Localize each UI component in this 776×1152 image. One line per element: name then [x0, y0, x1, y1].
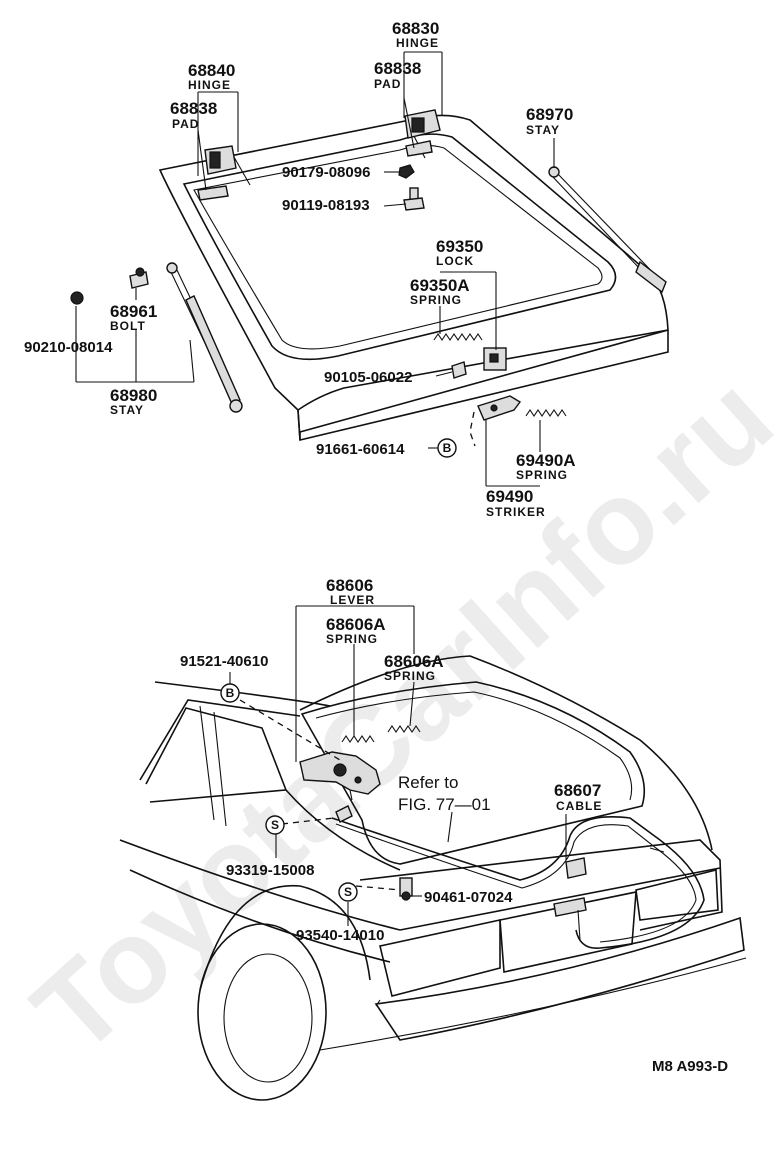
- part-name: SPRING: [410, 293, 462, 307]
- marker-letter: S: [271, 818, 279, 832]
- callout-91521: 91521-40610 B: [180, 653, 268, 703]
- callout-90461: 90461-07024: [424, 889, 513, 906]
- spring-68606A-b: [387, 725, 421, 733]
- marker-circle: [338, 882, 358, 902]
- part-number: 68961: [110, 302, 157, 321]
- callout-91661: 91661-60614 B: [316, 438, 457, 458]
- callout-69490A: 69490A SPRING: [516, 451, 576, 482]
- part-number: 91521-40610: [180, 653, 268, 670]
- callout-68961: 68961 BOLT: [110, 302, 157, 333]
- part-number: 68970: [526, 105, 573, 124]
- marker-letter: S: [344, 885, 352, 899]
- watermark-text: ToyotaCarInfo.ru: [9, 351, 776, 1079]
- part-name: PAD: [172, 117, 199, 131]
- part-number: 68607: [554, 781, 601, 800]
- part-number: 68606A: [326, 615, 386, 634]
- bolt-90119: [403, 187, 425, 211]
- part-name: PAD: [374, 77, 401, 91]
- part-name: SPRING: [516, 468, 568, 482]
- part-number: 90210-08014: [24, 339, 113, 356]
- callout-90119: 90119-08193: [282, 197, 370, 214]
- spring-69350A: [433, 333, 483, 341]
- part-name: LOCK: [436, 254, 474, 268]
- callout-68606: 68606 LEVER: [326, 576, 375, 607]
- callout-93319: S 93319-15008: [226, 815, 314, 879]
- stay-left-68980: [166, 262, 243, 413]
- part-name: SPRING: [326, 632, 378, 646]
- callout-69490: 69490 STRIKER: [486, 487, 546, 519]
- callout-68980: 68980 STAY: [110, 386, 157, 417]
- callout-68606A-b: 68606A SPRING: [384, 652, 444, 683]
- part-name: HINGE: [396, 36, 439, 50]
- part-name: STAY: [110, 403, 144, 417]
- bolt-68961: [129, 267, 149, 289]
- part-number: 90461-07024: [424, 889, 513, 906]
- screw-90105: [451, 361, 467, 379]
- part-number: 68838: [374, 59, 421, 78]
- lock-69350: [483, 347, 507, 371]
- callout-68838-right: 68838 PAD: [374, 59, 421, 91]
- callout-93540: S 93540-14010: [296, 882, 384, 944]
- part-number: 68830: [392, 19, 439, 38]
- striker-69490: [469, 395, 567, 447]
- part-name: CABLE: [556, 799, 602, 813]
- marker-circle: [265, 815, 285, 835]
- part-number: 68838: [170, 99, 217, 118]
- refer-line-1: Refer to: [398, 773, 458, 792]
- part-number: 93319-15008: [226, 862, 314, 879]
- car-rear-body: [119, 655, 747, 1101]
- part-number: 90179-08096: [282, 164, 370, 181]
- part-name: STAY: [526, 123, 560, 137]
- callout-69350A: 69350A SPRING: [410, 276, 470, 307]
- lever-68606: [299, 751, 381, 801]
- callout-90105: 90105-06022: [324, 369, 412, 386]
- callout-68838-left: 68838 PAD: [170, 99, 217, 131]
- cable-68607: [331, 805, 705, 949]
- callout-68830: 68830 HINGE: [392, 19, 439, 50]
- callout-68840: 68840 HINGE: [188, 61, 235, 92]
- callout-90179: 90179-08096: [282, 164, 370, 181]
- callout-68606A-a: 68606A SPRING: [326, 615, 386, 646]
- part-number: 69350A: [410, 276, 470, 295]
- part-number: 90105-06022: [324, 369, 412, 386]
- watermark: ToyotaCarInfo.ru: [9, 351, 776, 1079]
- part-number: 93540-14010: [296, 927, 384, 944]
- part-name: LEVER: [330, 593, 375, 607]
- hinge-right: [404, 109, 441, 157]
- part-number: 69350: [436, 237, 483, 256]
- refer-line-2: FIG. 77—01: [398, 795, 491, 814]
- clip-90461: [399, 877, 413, 901]
- part-number: 69490: [486, 487, 533, 506]
- callout-69350: 69350 LOCK: [436, 237, 483, 268]
- part-number: 90119-08193: [282, 197, 370, 214]
- upper-leader-lines: [75, 51, 555, 487]
- part-number: 68840: [188, 61, 235, 80]
- marker-letter: B: [443, 441, 452, 455]
- marker-letter: B: [226, 686, 235, 700]
- spring-68606A-a: [341, 735, 375, 743]
- part-number: 68980: [110, 386, 157, 405]
- callout-90210: 90210-08014: [24, 339, 113, 356]
- stay-right-68970: [548, 166, 667, 294]
- part-number: 68606: [326, 576, 373, 595]
- diagram-code: M8 A993-D: [652, 1058, 728, 1075]
- part-name: HINGE: [188, 78, 231, 92]
- callout-68607: 68607 CABLE: [554, 781, 602, 813]
- lower-leader-lines: [229, 605, 567, 926]
- nut-90179: [398, 164, 415, 179]
- part-number: 68606A: [384, 652, 444, 671]
- part-number: 91661-60614: [316, 441, 405, 458]
- callout-68970: 68970 STAY: [526, 105, 573, 137]
- callout-refer-fig: Refer to FIG. 77—01: [398, 773, 491, 814]
- part-name: BOLT: [110, 319, 146, 333]
- part-name: STRIKER: [486, 505, 546, 519]
- part-name: SPRING: [384, 669, 436, 683]
- part-number: 69490A: [516, 451, 576, 470]
- nut-90210: [70, 291, 84, 305]
- marker-circle: [437, 438, 457, 458]
- marker-circle: [220, 683, 240, 703]
